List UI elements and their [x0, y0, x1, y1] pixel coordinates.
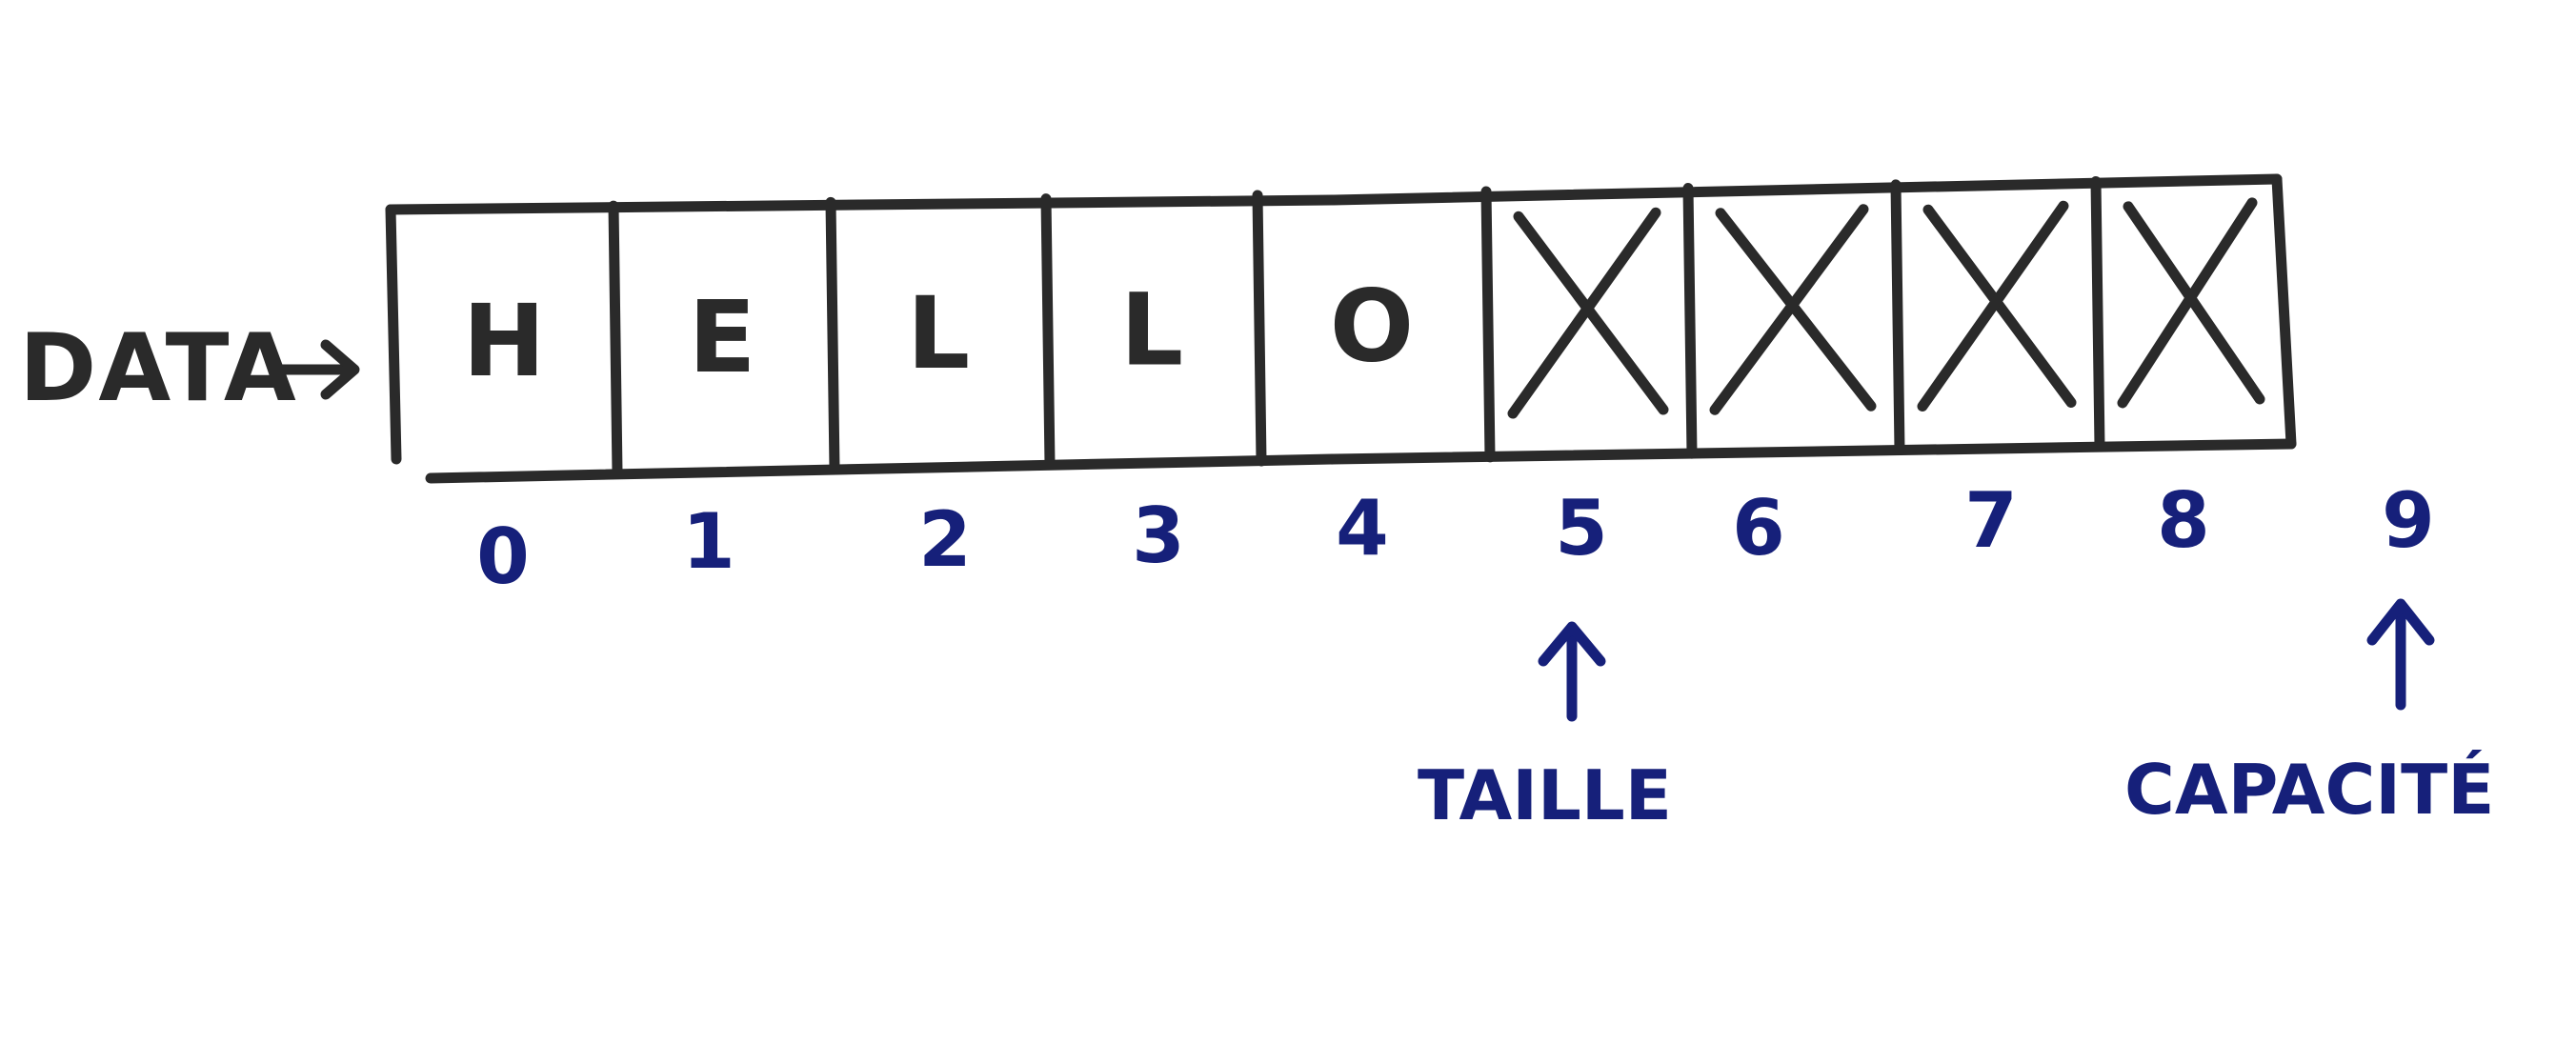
cell-value: O — [1330, 268, 1414, 384]
array-frame — [385, 173, 2297, 484]
cell-divider — [1480, 186, 1496, 463]
cell-dividers — [608, 175, 2105, 478]
size-annotation: TAILLE — [1418, 621, 1672, 835]
index-label: 8 — [2157, 476, 2210, 565]
arrow-up-icon — [1538, 621, 1606, 722]
array-cell: L — [1120, 271, 1183, 388]
index-label: 9 — [2382, 476, 2435, 565]
array-bottom-border — [425, 438, 2297, 484]
x-mark-icon — [1507, 207, 1669, 419]
cell-value: L — [907, 275, 970, 392]
array-cell: H — [462, 283, 545, 399]
index-label: 7 — [1964, 476, 2018, 565]
cell-divider — [2090, 175, 2105, 452]
index-label: 2 — [918, 495, 972, 584]
index-label: 3 — [1132, 492, 1185, 580]
x-mark-icon — [1709, 204, 1877, 415]
x-mark-icon — [2117, 197, 2265, 409]
array-right-border — [2271, 173, 2297, 450]
array-top-border — [385, 173, 2283, 215]
x-mark-icon — [1917, 200, 2077, 412]
index-label: 0 — [476, 512, 530, 601]
array-left-border — [385, 204, 402, 465]
array-cell — [2117, 197, 2265, 409]
index-label: 4 — [1336, 484, 1389, 572]
index-label: 1 — [682, 497, 735, 586]
array-cell: E — [688, 279, 755, 395]
cell-divider — [1682, 183, 1698, 459]
array-cell — [1709, 204, 1877, 415]
data-pointer-label: DATA — [19, 314, 298, 423]
cell-divider — [825, 196, 840, 474]
cell-divider — [1040, 193, 1056, 471]
cell-divider — [608, 200, 623, 478]
cell-value: L — [1120, 271, 1183, 388]
capacity-label: CAPACITÉ — [2124, 750, 2494, 830]
array-cell: L — [907, 275, 970, 392]
cell-value: E — [688, 279, 755, 395]
cell-value: H — [462, 283, 545, 399]
cell-divider — [1252, 190, 1267, 467]
capacity-annotation: CAPACITÉ — [2124, 598, 2494, 830]
index-label: 6 — [1732, 484, 1785, 572]
array-cell: O — [1330, 268, 1414, 384]
size-label: TAILLE — [1418, 755, 1672, 835]
array-cell — [1917, 200, 2077, 412]
index-label: 5 — [1555, 484, 1608, 572]
array-cell — [1507, 207, 1669, 419]
arrow-right-icon — [272, 339, 360, 400]
index-labels: 0 1 2 3 4 5 6 7 8 9 — [476, 476, 2435, 601]
cell-divider — [1890, 179, 1905, 455]
arrow-up-icon — [2366, 598, 2435, 711]
